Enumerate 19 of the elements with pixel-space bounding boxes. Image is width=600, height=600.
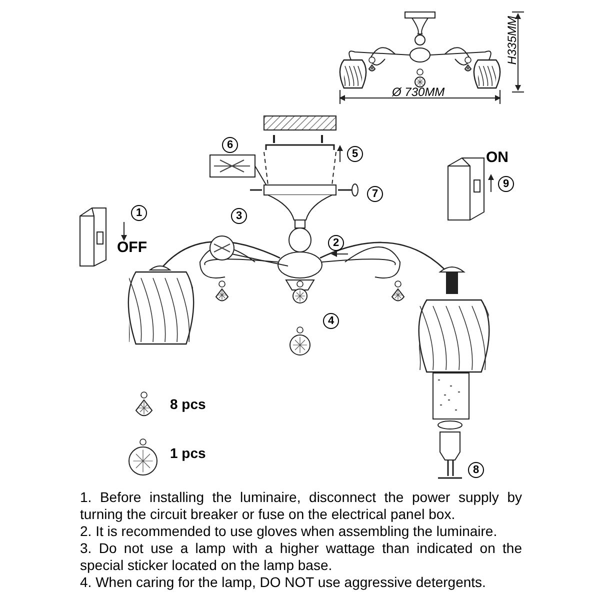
callout-number: 5 bbox=[347, 146, 363, 162]
callout-number: 2 bbox=[328, 235, 344, 251]
instruction-note: 2. It is recommended to use gloves when assembling the luminaire. bbox=[80, 523, 498, 540]
quantity-label: 8 pcs bbox=[170, 397, 206, 411]
callout-number: 3 bbox=[231, 208, 247, 224]
switch-state-label: ON bbox=[486, 150, 508, 165]
dimension-label: Ø 730MM bbox=[392, 86, 445, 98]
callout-number: 1 bbox=[131, 205, 147, 221]
callout-number: 6 bbox=[222, 137, 238, 153]
callout-number: 7 bbox=[367, 186, 383, 202]
switch-state-label: OFF bbox=[117, 240, 147, 255]
callout-number: 4 bbox=[323, 313, 339, 329]
instruction-note: 4. When caring for the lamp, DO NOT use aggressive detergents. bbox=[80, 574, 487, 591]
instruction-note: 1. Before installing the luminaire, disconnect the power supply by turning the circuit breaker or fuse on the electrical panel box. bbox=[80, 489, 522, 523]
callout-number: 9 bbox=[498, 176, 514, 192]
callout-number: 8 bbox=[468, 462, 484, 478]
instruction-note: 3. Do not use a lamp with a higher wattage than indicated on the special sticker located on the lamp base. bbox=[80, 540, 522, 574]
quantity-label: 1 pcs bbox=[170, 446, 206, 460]
dimension-label: H335MM bbox=[506, 16, 518, 65]
